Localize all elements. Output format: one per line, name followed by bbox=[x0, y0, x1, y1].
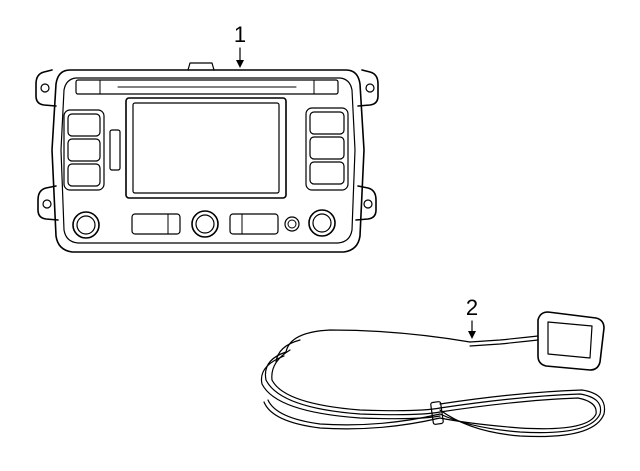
callout-1-arrowhead bbox=[236, 60, 244, 68]
callout-2-arrowhead bbox=[468, 331, 476, 339]
callout-1: 1 bbox=[234, 22, 246, 68]
callout-2: 2 bbox=[466, 295, 478, 339]
callout-2-label: 2 bbox=[466, 295, 478, 320]
radio-head-unit-icon bbox=[35, 62, 379, 253]
callout-1-label: 1 bbox=[234, 22, 246, 47]
gps-antenna-cable-icon bbox=[260, 311, 606, 438]
